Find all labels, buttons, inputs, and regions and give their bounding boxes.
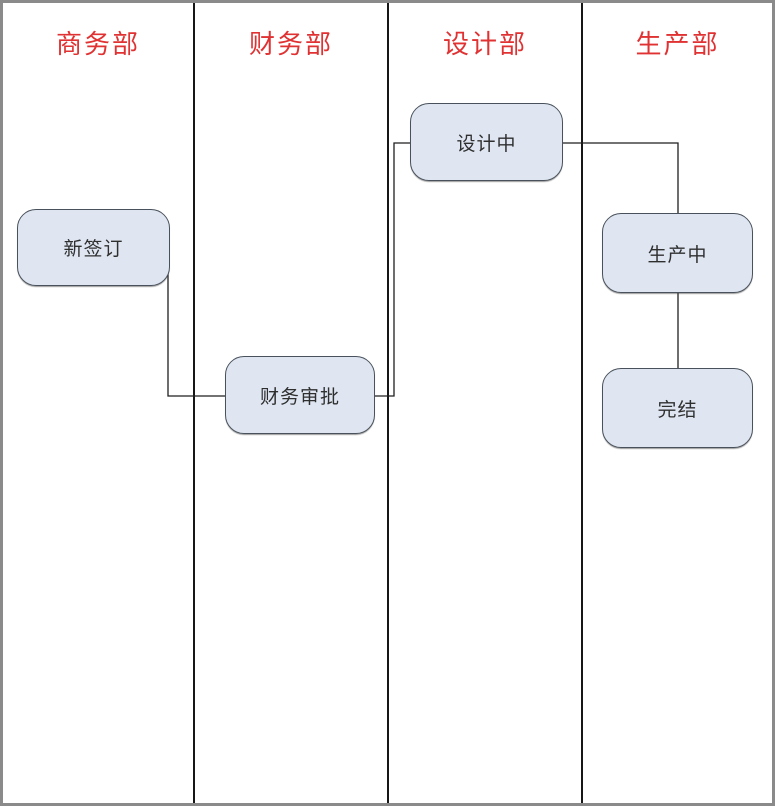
lane-divider [581, 3, 583, 803]
lane-divider [193, 3, 195, 803]
node-label: 生产中 [647, 244, 708, 266]
connector-lines-layer [167, 142, 679, 397]
lane-header-production: 生产部 [635, 30, 720, 59]
node-in-production[interactable]: 生产中 [602, 213, 753, 293]
node-label: 设计中 [456, 133, 517, 155]
node-in-design[interactable]: 设计中 [410, 103, 563, 181]
node-label: 完结 [657, 399, 698, 421]
lane-header-design: 设计部 [442, 30, 527, 59]
lane-header-business: 商务部 [55, 30, 140, 59]
connector-finance-approval-to-in-design [375, 142, 412, 397]
node-finance-approval[interactable]: 财务审批 [225, 356, 375, 434]
lane-divider [387, 3, 389, 803]
node-label: 新签订 [63, 239, 124, 260]
connector-in-design-to-in-production [563, 142, 679, 215]
lane-header-finance: 财务部 [248, 30, 333, 59]
node-finished[interactable]: 完结 [602, 368, 753, 448]
connector-new-signed-to-finance-approval [167, 258, 225, 397]
node-label: 财务审批 [259, 386, 340, 408]
node-new-signed[interactable]: 新签订 [17, 209, 170, 286]
